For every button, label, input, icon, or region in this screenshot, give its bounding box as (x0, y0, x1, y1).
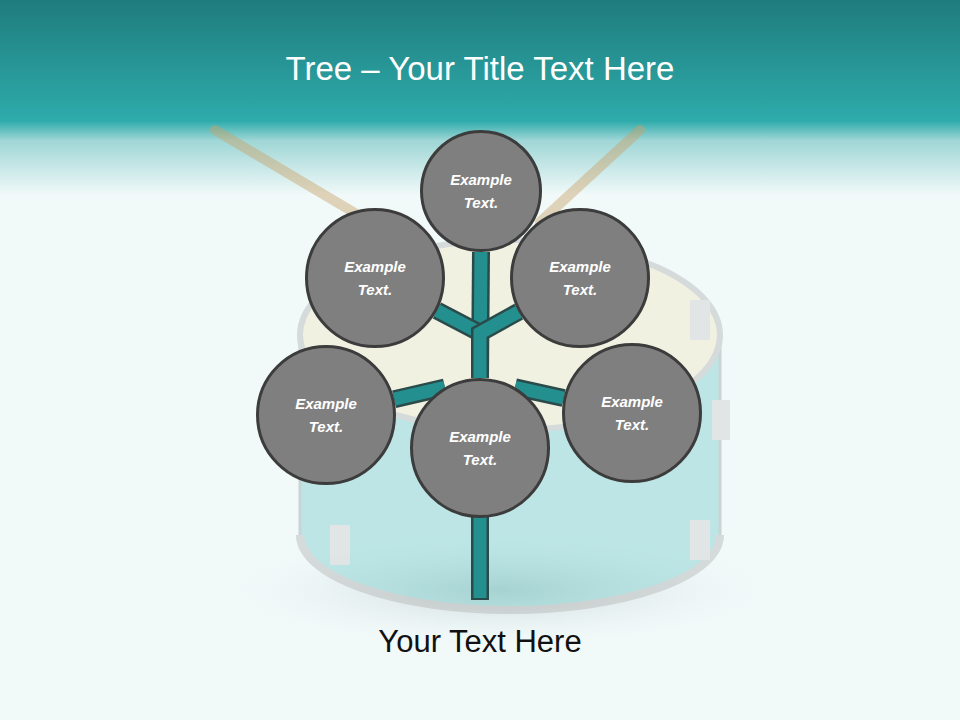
tree-branch (480, 312, 519, 378)
caption-text: Your Text Here (0, 624, 960, 660)
circle-label: Example Text. (286, 392, 366, 438)
branch-outline (480, 312, 519, 378)
circle-label: Example Text. (440, 425, 520, 471)
circle-label: Example Text. (540, 255, 620, 301)
tree-circle: Example Text. (410, 378, 550, 518)
circle-label: Example Text. (592, 390, 672, 436)
tree-circle: Example Text. (562, 343, 702, 483)
branch-fill (480, 312, 519, 378)
circle-label: Example Text. (441, 168, 521, 214)
slide-title: Tree – Your Title Text Here (0, 50, 960, 88)
tree-circle: Example Text. (305, 208, 445, 348)
tree-circle: Example Text. (256, 345, 396, 485)
circle-label: Example Text. (335, 255, 415, 301)
drum-illustration (215, 130, 730, 610)
tree-circle: Example Text. (420, 130, 542, 252)
tree-circle: Example Text. (510, 208, 650, 348)
